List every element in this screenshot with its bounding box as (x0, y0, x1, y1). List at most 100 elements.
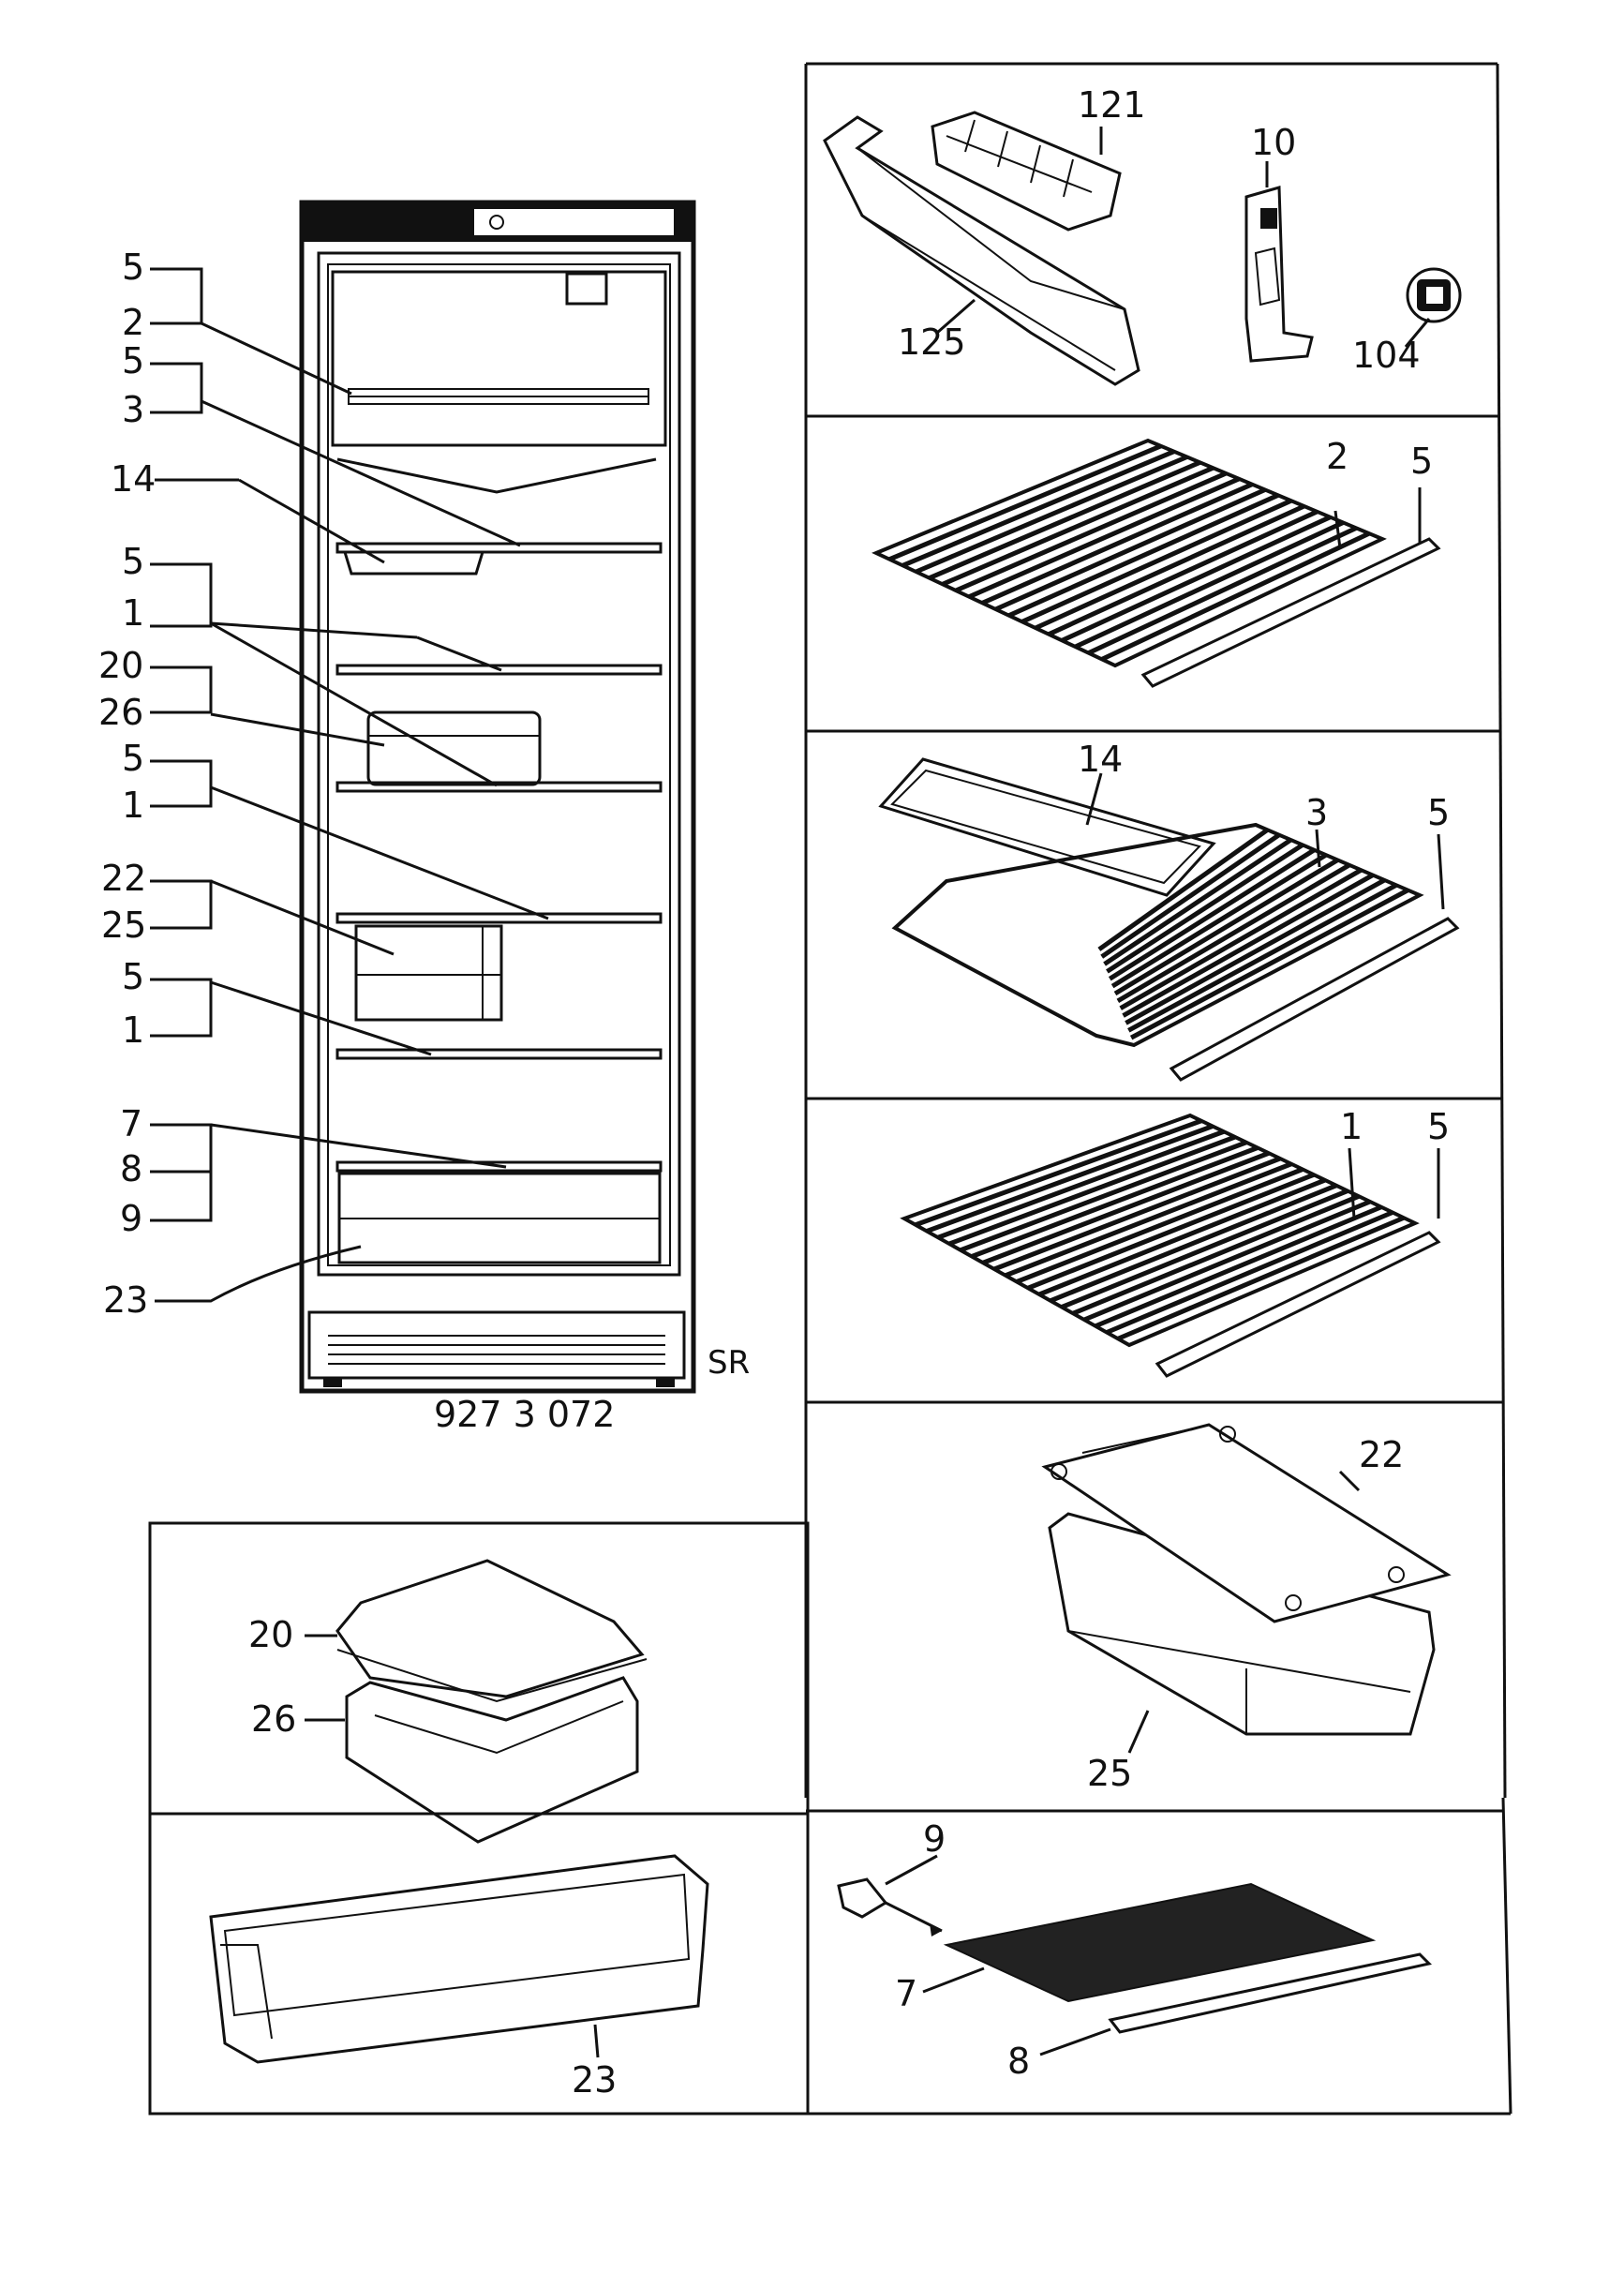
panel-crisper-23: 23 (148, 1812, 810, 2116)
shelf-wire (1129, 888, 1409, 1040)
label-5: 5 (122, 247, 144, 288)
shelf-wire (1034, 503, 1305, 631)
label-23: 23 (103, 1279, 148, 1321)
panel-shelf-1: 1 5 (900, 1106, 1450, 1378)
label-25: 25 (101, 905, 146, 946)
shelf-wire (926, 1124, 1214, 1234)
label-23: 23 (572, 2059, 617, 2101)
shelf-wire (1125, 877, 1386, 1025)
shelf-wire (1005, 1161, 1292, 1279)
label-25: 25 (1087, 1753, 1132, 1794)
label-20: 20 (248, 1614, 293, 1655)
label-8: 8 (1007, 2041, 1030, 2082)
label-9: 9 (923, 1818, 946, 1860)
shelf-wire (1087, 526, 1358, 655)
shelf-wire (1038, 1177, 1326, 1297)
shelf-wire (1110, 853, 1328, 989)
label-104: 104 (1352, 335, 1421, 376)
shelf-wire (1061, 1189, 1348, 1309)
panel-glass-shelf-7-8-9: 9 7 8 (837, 1818, 1432, 2082)
label-26: 26 (98, 692, 143, 733)
shelf-wire (993, 1156, 1281, 1272)
label-14: 14 (111, 458, 156, 500)
shelf-wire (960, 1140, 1247, 1253)
shelf-wire (1100, 531, 1371, 662)
label-2: 2 (1326, 436, 1348, 477)
label-26: 26 (251, 1698, 296, 1740)
label-1: 1 (122, 785, 144, 826)
shelf-wire (915, 455, 1188, 575)
shelf-wire (955, 471, 1228, 593)
shelf-wire (1021, 498, 1292, 624)
label-20: 20 (98, 645, 143, 686)
shelf-wire (1117, 1215, 1405, 1341)
shelf-wire (1095, 1204, 1382, 1329)
label-5: 5 (122, 956, 144, 997)
model-number: 927 3 072 (434, 1394, 615, 1435)
shelf-wire (1103, 837, 1292, 966)
shelf-wire (971, 1145, 1259, 1259)
shelf-wire (1127, 883, 1398, 1033)
shelf-wire (1100, 832, 1281, 959)
label-22: 22 (101, 858, 146, 899)
label-2: 2 (122, 302, 144, 343)
shelf-wire (1116, 862, 1351, 1004)
shelf-wire (941, 465, 1214, 587)
label-5: 5 (1427, 1106, 1450, 1147)
panel-drawer-22-25: 22 25 (1041, 1423, 1452, 1794)
label-1: 1 (1340, 1106, 1363, 1147)
shelf-wire (1119, 868, 1363, 1010)
label-5: 5 (1410, 441, 1433, 482)
shelf-wire (1027, 1172, 1315, 1291)
sr-label: SR (708, 1344, 750, 1382)
shelf-wire (948, 1134, 1236, 1247)
label-9: 9 (120, 1198, 142, 1239)
label-5: 5 (122, 541, 144, 582)
shelf-wire (937, 1129, 1225, 1240)
shelf-wire (901, 449, 1175, 568)
label-3: 3 (122, 389, 144, 430)
shelf-wire (1083, 1199, 1371, 1323)
label-5: 5 (1427, 792, 1450, 833)
shelf-wire (1097, 828, 1269, 951)
panel-shelf-3: 14 3 5 (878, 739, 1460, 1082)
shelf-wire (1061, 515, 1332, 643)
shelf-wire (928, 460, 1201, 580)
shelf-wire (1050, 1183, 1337, 1304)
label-10: 10 (1251, 122, 1296, 163)
label-1: 1 (122, 592, 144, 634)
shelf-wire (1007, 493, 1279, 618)
shelf-wire (1074, 520, 1345, 650)
shelf-wire (981, 482, 1254, 606)
panel-shelf-2: 2 5 (872, 436, 1441, 688)
panel-freezer-accessories: 125 121 10 104 (823, 84, 1462, 386)
shelf-wire (994, 487, 1267, 612)
shelf-wire (968, 476, 1241, 599)
panel-box-20-26[interactable]: 20 26 (148, 1521, 810, 1844)
shelf-wire (982, 1150, 1270, 1265)
label-5: 5 (122, 738, 144, 779)
label-5: 5 (122, 340, 144, 381)
label-8: 8 (120, 1148, 142, 1189)
shelf-wire (1048, 509, 1319, 636)
shelf-wire (1106, 843, 1304, 974)
label-7: 7 (120, 1103, 142, 1144)
shelf-wire (915, 1118, 1202, 1228)
label-7: 7 (895, 1973, 917, 2014)
label-22: 22 (1359, 1434, 1404, 1475)
label-1: 1 (122, 1009, 144, 1051)
shelf-wire (1122, 873, 1375, 1018)
shelf-wire (1016, 1167, 1304, 1284)
label-14: 14 (1078, 739, 1123, 780)
shelf-wire (888, 443, 1162, 561)
label-3: 3 (1305, 792, 1328, 833)
left-labels: 5 2 5 3 14 5 1 20 26 5 1 22 25 5 (98, 247, 750, 1435)
shelf-wire (1072, 1193, 1360, 1316)
label-125: 125 (898, 322, 966, 363)
shelf-wire (1113, 858, 1339, 996)
label-121: 121 (1078, 84, 1146, 126)
right-panel-frame (150, 62, 1512, 2116)
shelf-wire (1108, 847, 1316, 981)
fridge-front-view (299, 200, 696, 1394)
